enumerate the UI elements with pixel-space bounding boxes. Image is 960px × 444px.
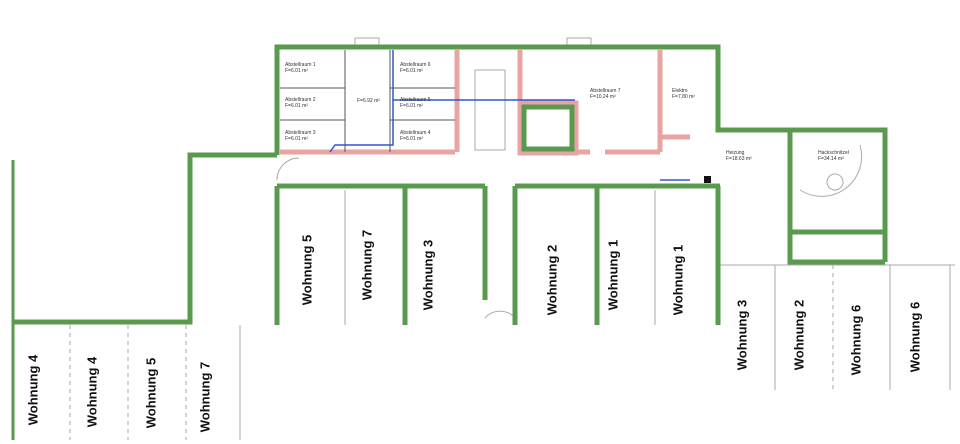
parking-label: Wohnung 6 bbox=[848, 304, 864, 376]
parking-label: Wohnung 3 bbox=[734, 299, 750, 371]
exterior-walls bbox=[11, 44, 888, 440]
parking-label: Wohnung 4 bbox=[84, 356, 100, 428]
room-corridor: F=6.92 m² bbox=[357, 98, 380, 104]
interior-walls bbox=[280, 50, 690, 156]
thin-lines bbox=[69, 37, 955, 440]
parking-label: Wohnung 7 bbox=[197, 361, 213, 433]
parking-label: Wohnung 6 bbox=[907, 301, 923, 373]
parking-label: Wohnung 5 bbox=[143, 357, 159, 429]
parking-label: Wohnung 5 bbox=[299, 234, 315, 306]
chimney-marker bbox=[704, 176, 711, 183]
parking-label: Wohnung 1 bbox=[605, 239, 621, 311]
partition-lines bbox=[280, 50, 455, 152]
parking-label: Wohnung 3 bbox=[420, 239, 436, 311]
pipes bbox=[329, 50, 690, 181]
parking-label: Wohnung 2 bbox=[544, 244, 560, 316]
parking-label: Wohnung 4 bbox=[25, 354, 41, 426]
parking-label: Wohnung 1 bbox=[670, 244, 686, 316]
parking-label: Wohnung 7 bbox=[359, 229, 375, 301]
parking-label: Wohnung 2 bbox=[791, 299, 807, 371]
